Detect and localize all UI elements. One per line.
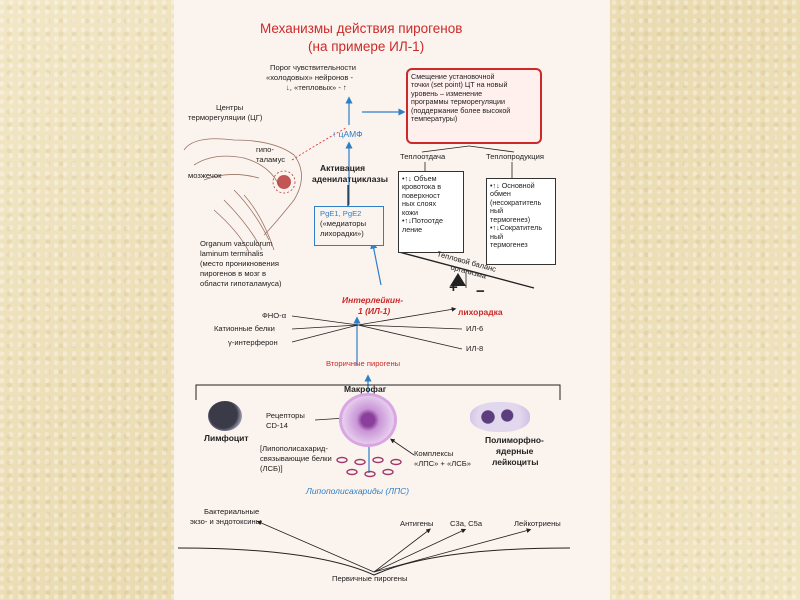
setpoint-box: Смещение установочной точки (set point) …	[406, 68, 542, 144]
heat-production-box: •↑↓ Основной обмен (несократитель ный те…	[486, 178, 556, 265]
pge-line3: лихорадки»)	[320, 229, 364, 238]
heat-production-label: Теплопродукция	[486, 152, 544, 161]
bacterial-line2: экзо- и эндотоксины	[190, 517, 262, 526]
pge-line1: PgE1, PgE2	[320, 209, 362, 218]
plus-sign: +	[449, 279, 458, 296]
interleukin-line2: 1 (ИЛ-1)	[358, 306, 391, 316]
pge-box	[314, 206, 384, 246]
organum-line2: laminum terminalis	[200, 249, 264, 258]
leukotrienes-label: Лейкотриены	[514, 519, 561, 528]
lps-binding-line1: [Липополисахарид-	[260, 444, 328, 453]
hypothalamus-dot	[277, 175, 291, 189]
interferon-label: γ-интерферон	[228, 338, 278, 347]
polymorph-line2: ядерные	[496, 446, 534, 456]
brain-sketch	[183, 138, 302, 253]
centers-line1: Центры	[216, 103, 244, 112]
organum-line4: пирогенов в мозг в	[200, 269, 267, 278]
lps-label: Липополисахариды (ЛПС)	[306, 486, 410, 496]
macrophage-label: Макрофаг	[344, 384, 387, 394]
activation-line2: аденилатциклазы	[312, 174, 389, 184]
threshold-line3: ↓, «тепловых» - ↑	[286, 83, 347, 92]
receptors-line2: CD-14	[266, 421, 288, 430]
polymorph-line3: лейкоциты	[492, 457, 539, 467]
heat-loss-label: Теплоотдача	[400, 152, 446, 161]
hypothalamus-line2: таламус	[256, 155, 286, 164]
hypothalamus-line1: гипо-	[256, 145, 274, 154]
organum-line3: (место проникновения	[200, 259, 279, 268]
c3a-label: С3а, С5а	[450, 519, 483, 528]
fever-label: лихорадка	[458, 307, 503, 317]
interleukin-line1: Интерлейкин-	[342, 295, 404, 305]
connector-lines	[177, 96, 571, 576]
il8-label: ИЛ-8	[466, 344, 484, 353]
macrophage-cell	[342, 396, 394, 444]
activation-line1: Активация	[320, 163, 366, 173]
threshold-line1: Порог чувствительности	[270, 63, 356, 72]
balance-scale	[398, 251, 535, 289]
title-line2: (на примере ИЛ-1)	[308, 39, 425, 54]
lps-ovals	[336, 456, 402, 478]
heat-loss-box: •↑↓ Объем кровотока в поверхност ных сло…	[398, 171, 464, 253]
cerebellum-label: мозжечок	[188, 171, 222, 180]
diagram-panel: Механизмы действия пирогенов (на примере…	[174, 0, 610, 600]
threshold-line2: «холодовых» нейронов -	[266, 73, 354, 82]
organum-line1: Organum vasculorum	[200, 239, 273, 248]
secondary-pyrogens-label: Вторичные пирогены	[326, 359, 401, 368]
polymorph-line1: Полиморфно-	[485, 435, 544, 445]
camp-label: ↑ цАМФ	[332, 129, 363, 139]
lymphocyte-cell	[208, 401, 242, 431]
centers-line2: терморегуляции (ЦГ)	[188, 113, 263, 122]
cationic-label: Катионные белки	[214, 324, 275, 333]
pge-line2: («медиаторы	[320, 219, 367, 228]
lps-binding-line3: (ЛСБ)]	[260, 464, 283, 473]
polymorphonuclear-cell	[470, 402, 530, 432]
lps-binding-line2: связывающие белки	[260, 454, 332, 463]
organum-line5: области гипоталамуса)	[200, 279, 282, 288]
lymphocyte-label: Лимфоцит	[204, 433, 249, 443]
bacterial-line1: Бактериальные	[204, 507, 260, 516]
complexes-line1: Комплексы	[414, 449, 454, 458]
receptors-line1: Рецепторы	[266, 411, 305, 420]
primary-pyrogens-label: Первичные пирогены	[332, 574, 408, 583]
antigens-label: Антигены	[400, 519, 434, 528]
complexes-line2: «ЛПС» + «ЛСБ»	[414, 459, 471, 468]
il6-label: ИЛ-6	[466, 324, 484, 333]
minus-sign: −	[476, 283, 485, 300]
tnf-label: ФНО-α	[262, 311, 287, 320]
title-line1: Механизмы действия пирогенов	[260, 21, 463, 36]
